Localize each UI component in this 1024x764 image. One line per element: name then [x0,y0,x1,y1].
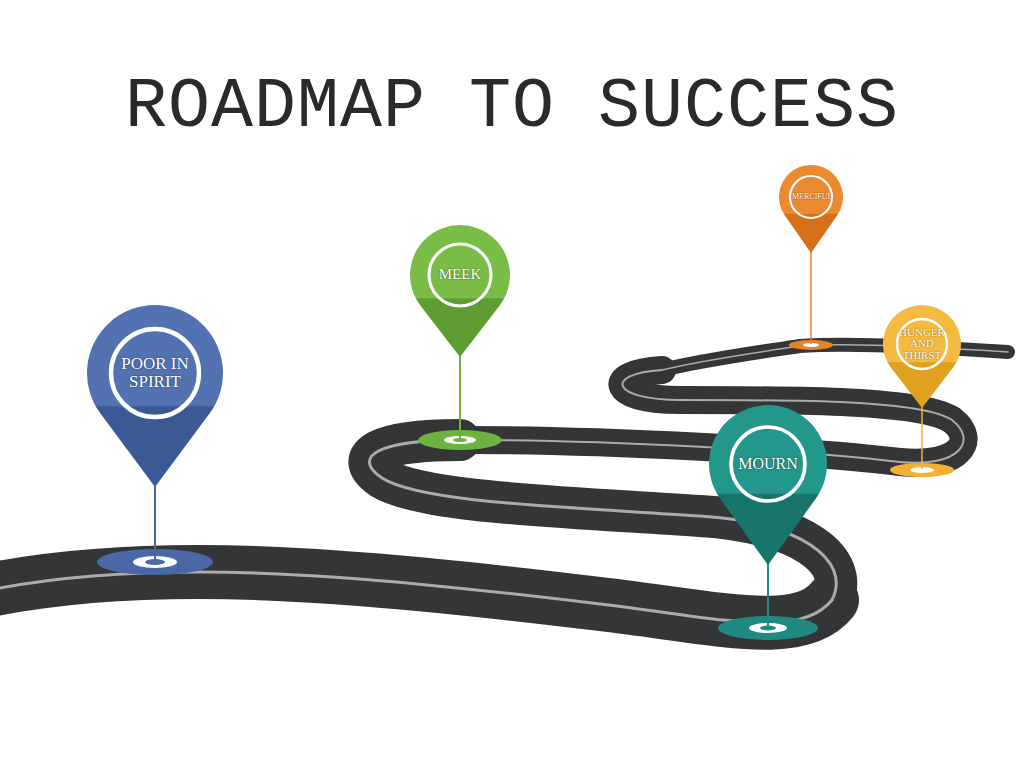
pin-label: MERCIFUL [792,193,830,201]
map-pin: HUNGER AND THIRST [883,305,961,408]
pin-shape [410,225,510,357]
map-pin: MEEK [410,225,510,357]
road [0,345,1008,623]
pin-label: MEEK [439,267,482,283]
page-title: ROADMAP TO SUCCESS [0,70,1024,146]
map-pin: MERCIFUL [779,165,843,253]
pin-label: POOR IN SPIRIT [115,355,195,391]
pin-shape [709,405,827,565]
pin-label: HUNGER AND THIRST [899,327,945,362]
pin-label: MOURN [738,456,798,473]
map-pin: MOURN [709,405,827,565]
map-pin: POOR IN SPIRIT [87,305,223,487]
pin-bases [97,250,954,640]
pin-shape [87,305,223,487]
road-center-line [0,345,1008,623]
pin-shape [779,165,843,253]
